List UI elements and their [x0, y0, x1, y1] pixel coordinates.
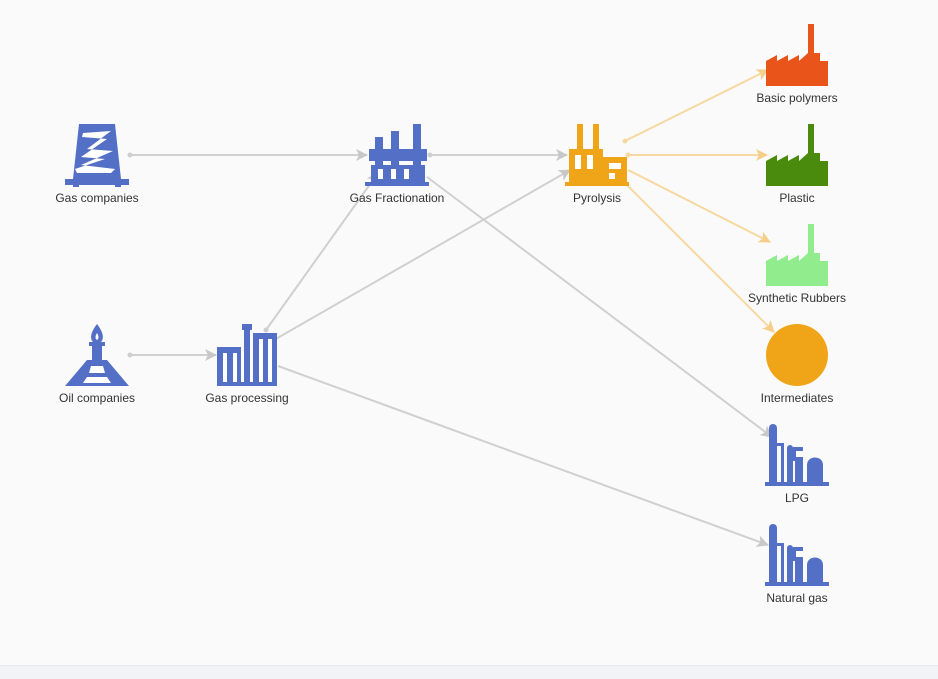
edge-gas-processing-to-pyrolysis	[273, 169, 571, 341]
edge-pyrolysis-to-synthetic-rubbers	[627, 169, 771, 243]
flow-diagram: Gas companies Oil companies	[55, 24, 846, 605]
node-label: Natural gas	[766, 591, 827, 605]
node-label: LPG	[785, 491, 809, 505]
circle-icon	[766, 324, 828, 386]
edges	[130, 69, 775, 547]
gas-processing-plant-icon	[217, 324, 277, 386]
node-label: Synthetic Rubbers	[748, 291, 846, 305]
oil-derrick-icon	[65, 124, 129, 187]
edge-gas-fractionation-to-lpg	[426, 176, 773, 438]
node-intermediates[interactable]: Intermediates	[761, 324, 834, 405]
node-label: Gas processing	[205, 391, 288, 405]
node-basic-polymers[interactable]: Basic polymers	[756, 24, 838, 105]
refinery-icon	[765, 424, 829, 486]
node-label: Gas companies	[55, 191, 138, 205]
node-gas-companies[interactable]: Gas companies	[55, 124, 139, 205]
pyrolysis-plant-icon	[565, 124, 629, 186]
diagram-canvas: Gas companies Oil companies	[55, 24, 846, 605]
node-label: Oil companies	[59, 391, 135, 405]
fractionation-plant-icon	[365, 124, 429, 186]
refinery-icon	[765, 524, 829, 586]
factory-icon	[766, 124, 828, 186]
factory-icon	[766, 224, 828, 286]
edge-pyrolysis-to-basic-polymers	[624, 69, 769, 142]
node-synthetic-rubbers[interactable]: Synthetic Rubbers	[748, 224, 846, 305]
node-label: Gas Fractionation	[350, 191, 445, 205]
node-label: Plastic	[779, 191, 814, 205]
node-label: Basic polymers	[756, 91, 837, 105]
edge-start-dots	[127, 138, 631, 358]
node-plastic[interactable]: Plastic	[766, 124, 828, 205]
node-label: Pyrolysis	[573, 191, 621, 205]
factory-icon	[766, 24, 828, 86]
edge-gas-processing-to-gas-fractionation	[265, 172, 379, 331]
oil-well-flame-icon	[65, 324, 129, 386]
node-label: Intermediates	[761, 391, 834, 405]
node-pyrolysis[interactable]: Pyrolysis	[565, 124, 629, 205]
node-gas-processing[interactable]: Gas processing	[205, 324, 289, 405]
edge-gas-processing-to-natural-gas	[277, 365, 769, 547]
node-gas-fractionation[interactable]: Gas Fractionation	[350, 124, 445, 205]
node-lpg[interactable]: LPG	[765, 424, 829, 505]
node-natural-gas[interactable]: Natural gas	[765, 524, 829, 605]
bottom-bar	[0, 665, 938, 679]
edge-pyrolysis-to-intermediates	[623, 181, 775, 333]
node-oil-companies[interactable]: Oil companies	[59, 324, 135, 405]
